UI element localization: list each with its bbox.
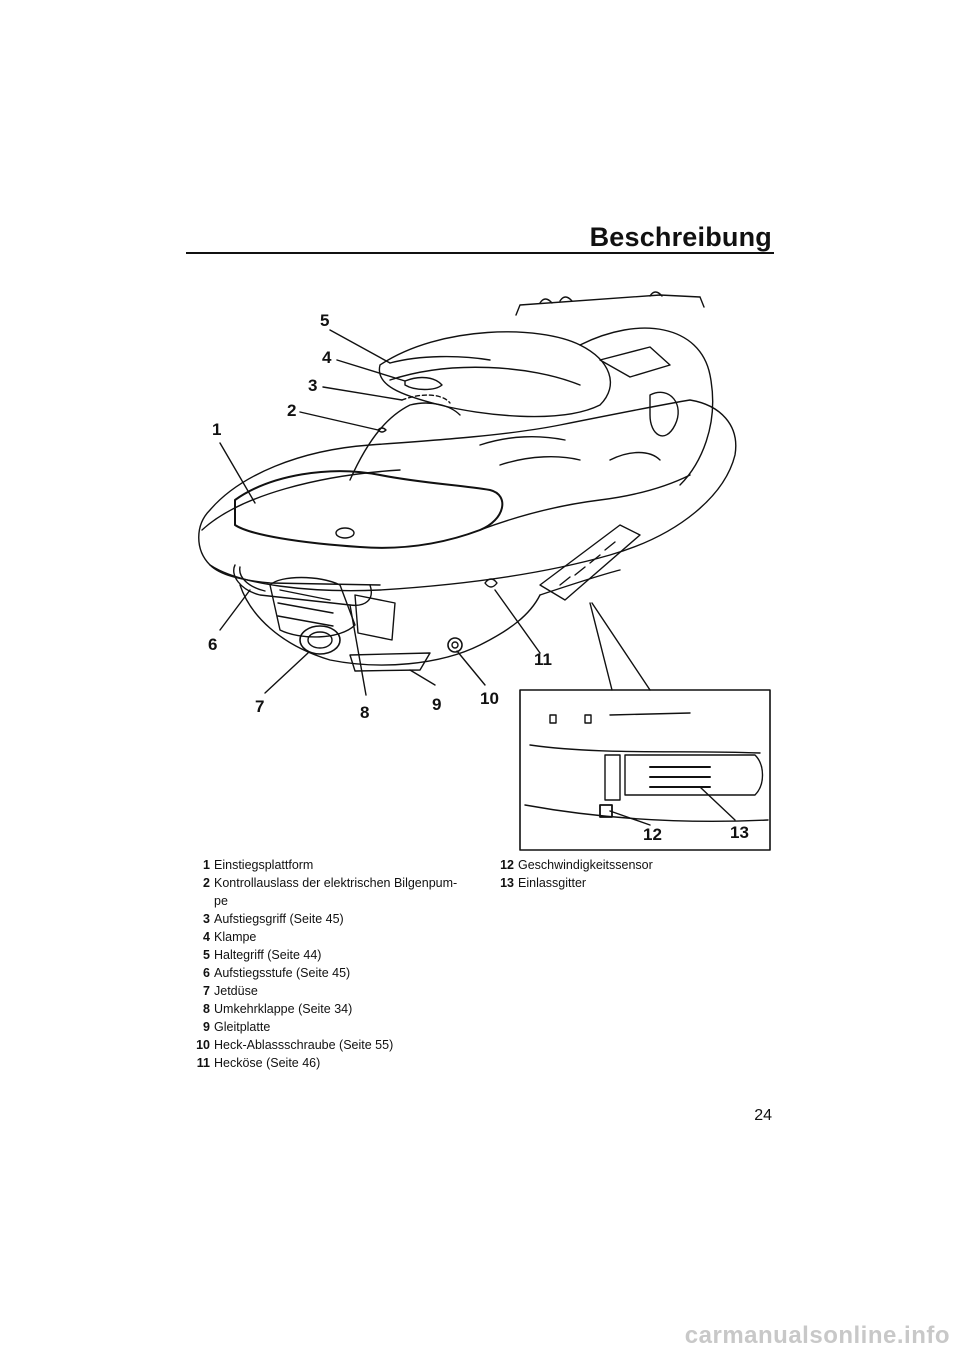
callout-12: 12 xyxy=(643,825,662,844)
callout-6: 6 xyxy=(208,635,218,654)
watercraft-drawing xyxy=(198,291,771,851)
page-number: 24 xyxy=(754,1107,772,1124)
callout-9: 9 xyxy=(432,695,442,714)
callout-7: 7 xyxy=(255,697,265,716)
callout-10: 10 xyxy=(480,689,499,708)
callout-1: 1 xyxy=(212,420,222,439)
watercraft-illustration: 5 4 3 2 1 6 7 8 9 10 11 12 13 xyxy=(180,285,780,855)
callout-4: 4 xyxy=(322,348,332,367)
callout-8: 8 xyxy=(360,703,370,722)
callout-13: 13 xyxy=(730,823,749,842)
callout-11: 11 xyxy=(534,650,552,669)
page-title: Beschreibung xyxy=(589,222,772,252)
callout-2: 2 xyxy=(287,401,297,420)
callout-3: 3 xyxy=(308,376,318,395)
title-divider xyxy=(186,252,774,254)
callout-5: 5 xyxy=(320,311,330,330)
watermark: carmanualsonline.info xyxy=(684,1322,950,1349)
